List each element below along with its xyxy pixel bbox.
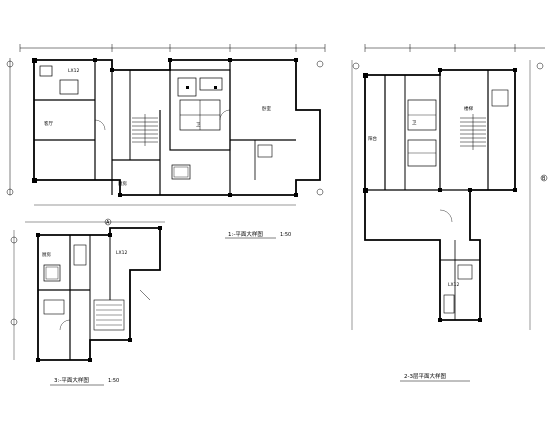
room-label-kitchen: 厨房 (118, 180, 127, 187)
room-label-bath: 卫 (196, 122, 201, 128)
plan2-note: LX12 (448, 282, 459, 288)
plan2-room-stair: 楼梯 (464, 105, 473, 112)
room-label-bed: 卧室 (262, 105, 271, 112)
plan-2-right: 阳台 卫 楼梯 LX12 2-3层平面大样图 (351, 44, 545, 382)
axis-marker-a: A (106, 220, 110, 226)
plan1-note: LX12 (68, 68, 79, 74)
plan2-room-balcony: 阳台 (368, 135, 377, 142)
plan-2-title: 2-3层平面大样图 (404, 372, 446, 380)
room-label-living: 客厅 (44, 120, 53, 127)
plan2-room-bath: 卫 (412, 120, 417, 126)
plan-3-title: 3:-平面大样图 (54, 376, 89, 384)
plan-1-scale: 1:50 (280, 232, 291, 238)
plan-3-bottom-left: 厨房 LX12 3:-平面大样图 1:50 (10, 221, 165, 386)
axis-markers: A B (104, 174, 548, 226)
plan-3-scale: 1:50 (108, 378, 119, 384)
plan-1-title: 1:-平面大样图 (228, 230, 263, 238)
plan-1-top-left: 客厅 卧室 厨房 卫 LX12 1:-平面大样图 1:50 (6, 44, 326, 239)
plan3-note: LX12 (116, 250, 127, 256)
axis-marker-b: B (542, 176, 546, 182)
plan3-room-kitchen: 厨房 (42, 251, 51, 258)
